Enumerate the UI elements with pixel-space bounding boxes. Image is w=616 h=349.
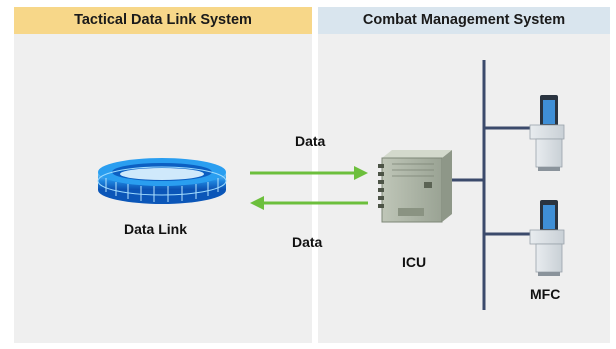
data-label-bottom: Data <box>292 234 323 250</box>
data-label-top: Data <box>295 133 326 149</box>
data-arrow-to-data-link <box>250 196 368 210</box>
data-link-ring-icon <box>97 158 227 204</box>
tactical-data-link-header: Tactical Data Link System <box>14 7 312 34</box>
data-link-label: Data Link <box>124 221 188 237</box>
icu-label: ICU <box>402 254 427 270</box>
combat-management-panel <box>318 34 610 343</box>
icu-unit-icon <box>378 150 452 223</box>
mfc-console-top-icon <box>529 95 565 171</box>
combat-management-header: Combat Management System <box>318 7 610 34</box>
data-arrow-to-icu <box>250 166 368 180</box>
network-bus <box>452 60 530 310</box>
mfc-console-bottom-icon <box>529 200 565 276</box>
mfc-label: MFC <box>530 286 561 302</box>
